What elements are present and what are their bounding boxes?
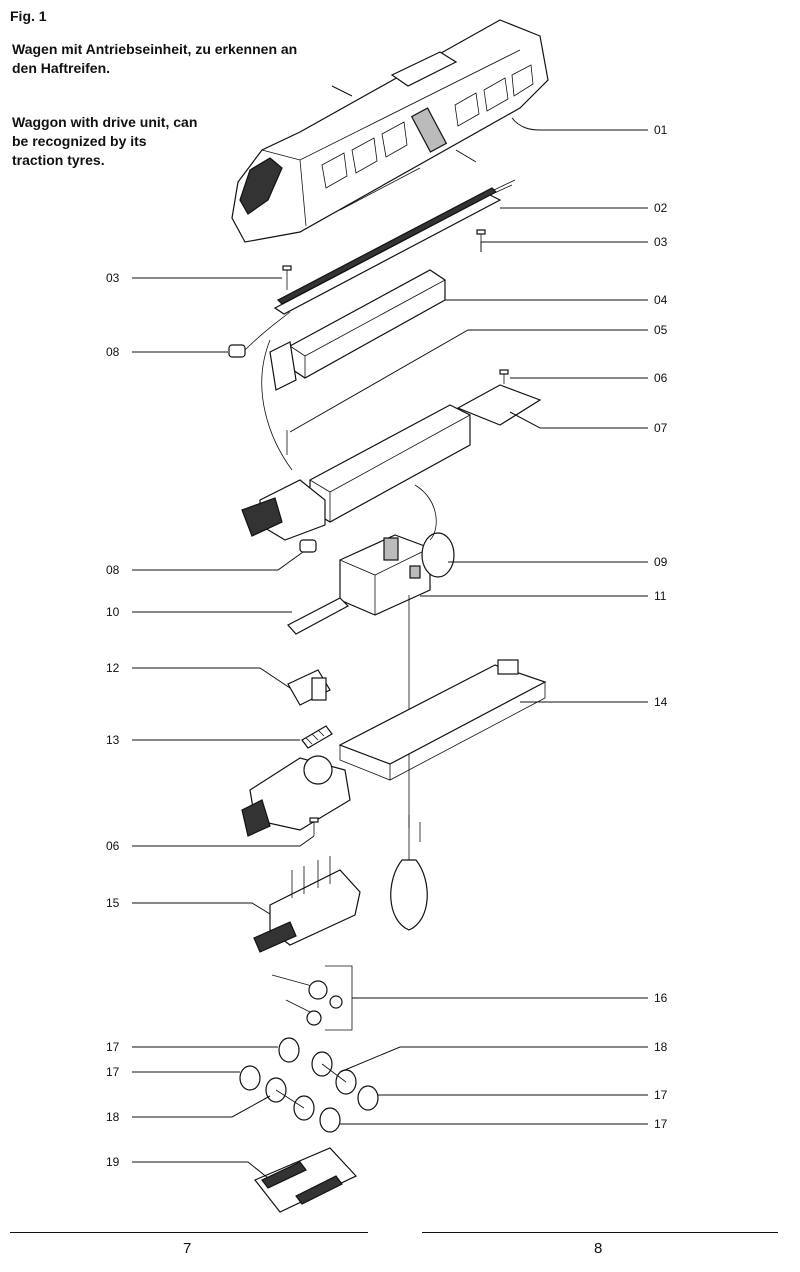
callout-03-left: 03 — [106, 271, 120, 285]
callout-06-left: 06 — [106, 839, 120, 853]
callout-17-c: 17 — [654, 1088, 668, 1102]
page-number-left: 7 — [183, 1240, 192, 1257]
caption-english: Waggon with drive unit, can be recognize… — [12, 114, 198, 168]
figure-title: Fig. 1 — [10, 8, 47, 24]
motor — [339, 484, 455, 616]
callout-10: 10 — [106, 605, 120, 619]
callout-18-right: 18 — [654, 1040, 668, 1054]
screw-03-left — [282, 265, 292, 290]
callout-14: 14 — [654, 695, 668, 709]
light-strip — [273, 179, 516, 315]
callout-02: 02 — [654, 201, 668, 215]
callout-05: 05 — [654, 323, 668, 337]
wheelsets — [239, 1037, 379, 1133]
screw-06-right — [499, 369, 509, 384]
callout-04: 04 — [654, 293, 668, 307]
chassis-floor — [241, 659, 547, 837]
callout-09: 09 — [654, 555, 668, 569]
callout-17-b: 17 — [106, 1065, 120, 1079]
screwdriver — [390, 595, 428, 931]
footer-rule-left — [10, 1232, 368, 1233]
callout-03-right: 03 — [654, 235, 668, 249]
chassis-top — [241, 384, 542, 541]
caption-german: Wagen mit Antriebseinheit, zu erkennen a… — [12, 41, 298, 76]
callout-08-mid: 08 — [106, 563, 120, 577]
callout-labels: 01 02 03 03 04 05 08 06 07 08 09 10 11 1… — [106, 123, 668, 1169]
callout-01: 01 — [654, 123, 668, 137]
callout-17-a: 17 — [106, 1040, 120, 1054]
spring — [301, 725, 333, 749]
callout-06-right: 06 — [654, 371, 668, 385]
light-guide — [269, 269, 446, 391]
callout-15: 15 — [106, 896, 120, 910]
callout-16: 16 — [654, 991, 668, 1005]
callout-18-left: 18 — [106, 1110, 120, 1124]
leader-lines — [132, 117, 648, 1179]
callout-19: 19 — [106, 1155, 120, 1169]
plug-cable-top — [228, 311, 293, 471]
callout-11: 11 — [654, 589, 667, 603]
page-number-right: 8 — [594, 1240, 603, 1257]
callout-12: 12 — [106, 661, 120, 675]
callout-08-top: 08 — [106, 345, 120, 359]
car-body — [231, 19, 549, 243]
drive-shaft — [287, 597, 349, 635]
plug-mid — [299, 539, 317, 553]
footer-rule-right — [422, 1232, 778, 1233]
bogie-frame — [253, 856, 361, 953]
screw-06-left — [309, 817, 319, 836]
base-plate — [254, 1147, 357, 1213]
coupling — [287, 669, 331, 706]
callout-13: 13 — [106, 733, 120, 747]
gear-set — [271, 965, 353, 1031]
callout-07: 07 — [654, 421, 668, 435]
callout-17-d: 17 — [654, 1117, 668, 1131]
